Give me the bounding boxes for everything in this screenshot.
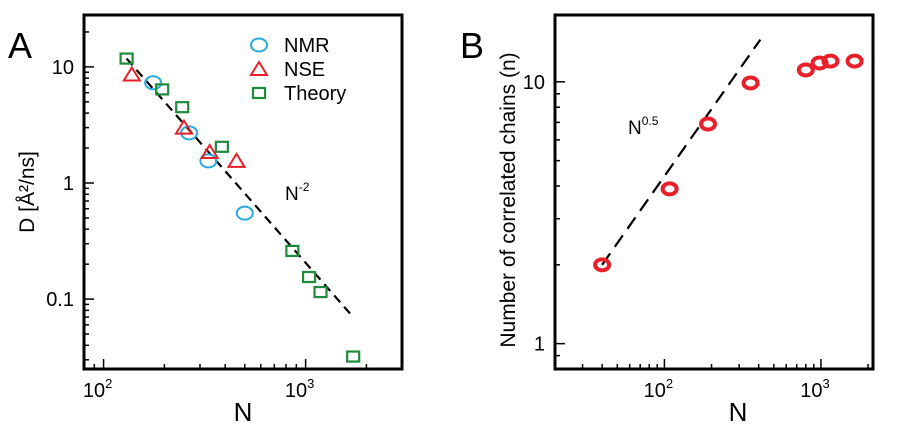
theory-data-point (346, 350, 361, 363)
x-axis-label-a: N (234, 397, 253, 427)
series-data-point (810, 55, 829, 71)
nse-data-point (122, 65, 142, 82)
legend-nse-marker (249, 60, 269, 76)
y-axis-label-a: D [Å²/ns] (16, 151, 39, 233)
y-ticks-b: 1 10 (523, 72, 545, 356)
data-points-a (119, 52, 361, 363)
series-data-point (741, 75, 760, 91)
plot-frame-b (553, 13, 875, 371)
series-data-point (821, 53, 840, 69)
series-data-point (660, 181, 679, 197)
x-axis-label-b: N (729, 397, 748, 427)
legend-theory-marker (251, 86, 267, 100)
y-tick-label: 10 (523, 72, 545, 94)
legend-theory-label: Theory (284, 83, 346, 105)
legend-nse-label: NSE (284, 59, 325, 81)
x-tick-label: 103 (800, 376, 829, 402)
panel-b: B 102 103 1 10 N0.5 N Number of correlated… (460, 13, 875, 427)
theory-data-point (214, 140, 229, 153)
nse-data-point (199, 143, 220, 159)
x-tick-label: 102 (644, 376, 673, 402)
nmr-data-point (144, 75, 163, 91)
y-tick-label: 0.1 (46, 289, 74, 311)
series-data-point (699, 116, 718, 132)
theory-data-point (285, 244, 300, 258)
theory-data-point (155, 83, 170, 96)
y-tick-label: 1 (534, 334, 545, 356)
plot-frame-a (82, 13, 404, 371)
panel-label-a: A (8, 25, 32, 66)
nse-data-point (226, 152, 247, 168)
nmr-data-point (235, 205, 254, 221)
y-tick-label: 10 (52, 57, 74, 79)
x-ticks-a: 102 103 (83, 376, 315, 402)
y-tick-label: 1 (63, 173, 74, 195)
theory-data-point (313, 285, 328, 299)
x-ticks-b: 102 103 (644, 376, 830, 402)
theory-data-point (301, 270, 317, 284)
theory-data-point (119, 52, 134, 65)
y-ticks-a: 0.1 1 10 (46, 57, 74, 311)
legend-nmr-label: NMR (284, 35, 330, 57)
series-data-point (593, 257, 612, 273)
power-law-fit-line-b (601, 38, 762, 266)
fit-label-a: N-2 (285, 180, 310, 205)
x-tick-label: 103 (285, 376, 314, 402)
minor-ticks-a (83, 31, 403, 369)
data-points-b (593, 53, 864, 273)
x-tick-label: 102 (83, 376, 112, 402)
panel-label-b: B (460, 25, 484, 66)
minor-ticks-b (554, 81, 869, 370)
y-axis-label-b: Number of correlated chains (n) (497, 52, 520, 347)
series-data-point (845, 53, 864, 69)
series-data-point (796, 62, 815, 78)
legend-nmr-marker (250, 37, 268, 53)
nse-data-point (174, 118, 194, 135)
fit-label-b: N0.5 (628, 114, 659, 139)
theory-data-point (175, 101, 190, 114)
nmr-data-point (199, 153, 218, 169)
